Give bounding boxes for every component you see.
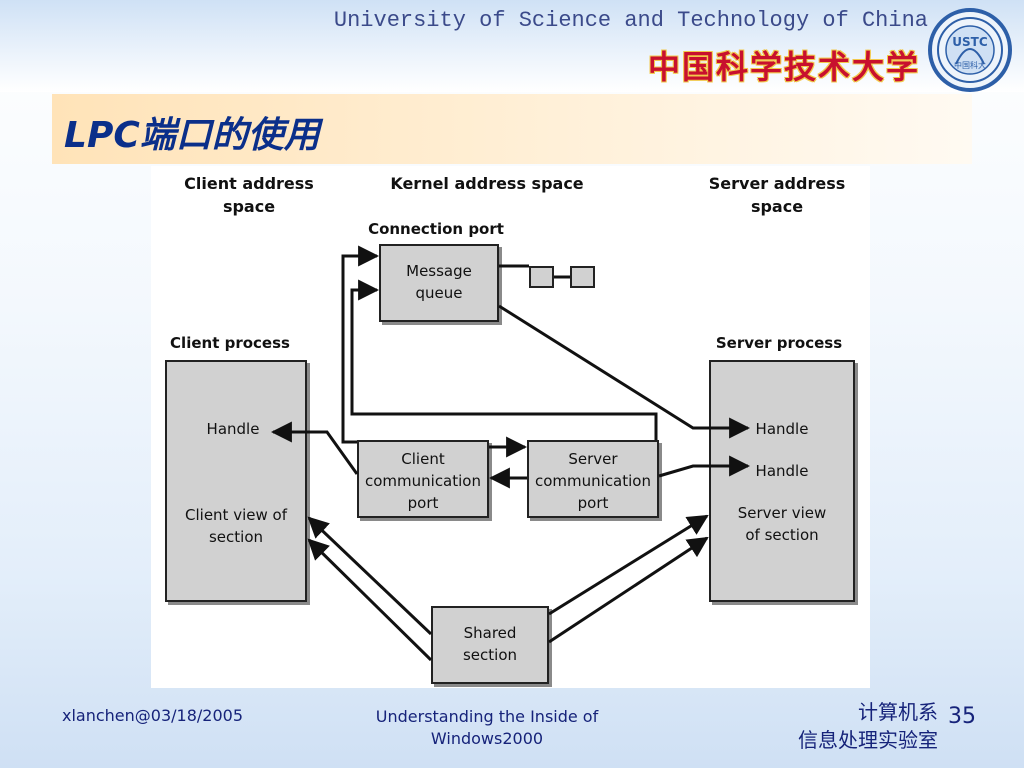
- slide-title: LPC端口的使用: [64, 115, 320, 156]
- logo-subtext: 中国科大: [954, 60, 986, 70]
- logo-text: USTC: [952, 35, 988, 49]
- shared-section-text: Shared section: [462, 624, 518, 664]
- header-band: [0, 0, 1024, 92]
- client-handle-text: Handle: [206, 420, 260, 438]
- title-bar: LPC端口的使用: [52, 94, 972, 164]
- server-view-text: Server view of section: [737, 504, 827, 544]
- client-to-connection-port-arrow: [341, 245, 380, 444]
- page-number: 35: [948, 704, 976, 729]
- shared-to-server-view-arrow-1: [548, 514, 709, 616]
- client-comm-port-box: Client communication port: [357, 440, 489, 518]
- server-comm-port-box: Server communication port: [527, 440, 659, 518]
- footer-course: Understanding the Inside of Windows2000: [332, 706, 642, 750]
- client-process-box: Handle Client view of section: [165, 360, 307, 602]
- shared-to-client-view-arrow-1: [307, 516, 433, 636]
- client-view-text: Client view of section: [185, 506, 287, 546]
- server-handle-2-text: Handle: [755, 462, 809, 480]
- ustc-seal-icon: USTC 中国科大: [926, 4, 1014, 96]
- server-comm-port-text: Server communication port: [534, 450, 651, 512]
- footer-author-date: xlanchen@03/18/2005: [62, 706, 243, 725]
- server-handle-1-text: Handle: [755, 420, 809, 438]
- shared-to-client-view-arrow-2: [307, 538, 433, 662]
- university-name-en: University of Science and Technology of …: [333, 8, 928, 33]
- client-process-label: Client process: [170, 334, 290, 352]
- footer-department: 计算机系 信息处理实验室: [750, 698, 938, 754]
- lpc-diagram: Client address space Kernel address spac…: [151, 166, 870, 688]
- server-port-to-server-handle-arrow: [658, 455, 751, 478]
- shared-to-server-view-arrow-2: [548, 536, 709, 644]
- connector-arrows: [270, 245, 751, 662]
- kernel-address-space-label: Kernel address space: [390, 174, 584, 193]
- client-address-space-label: Client address space: [184, 174, 314, 216]
- message-queue-text: Message queue: [406, 262, 472, 302]
- shared-section-box: Shared section: [431, 606, 549, 684]
- footer-dept-text: 计算机系: [858, 700, 938, 724]
- server-address-space-label: Server address space: [708, 174, 846, 216]
- message-queue-box: Message queue: [379, 244, 499, 322]
- queue-to-server-handle-arrow: [498, 304, 751, 439]
- footer-lab-text: 信息处理实验室: [798, 728, 938, 752]
- queue-slot-1: [529, 266, 554, 288]
- server-process-box: Handle Handle Server view of section: [709, 360, 855, 602]
- connection-port-label: Connection port: [368, 220, 504, 238]
- university-name-cn: 中国科学技术大学: [647, 48, 920, 86]
- client-comm-port-text: Client communication port: [364, 450, 481, 512]
- queue-slot-2: [570, 266, 595, 288]
- footer-course-text: Understanding the Inside of Windows2000: [375, 707, 599, 748]
- server-to-connection-port-arrow: [350, 279, 658, 440]
- client-handle-arrow: [270, 421, 359, 475]
- server-process-label: Server process: [715, 334, 843, 352]
